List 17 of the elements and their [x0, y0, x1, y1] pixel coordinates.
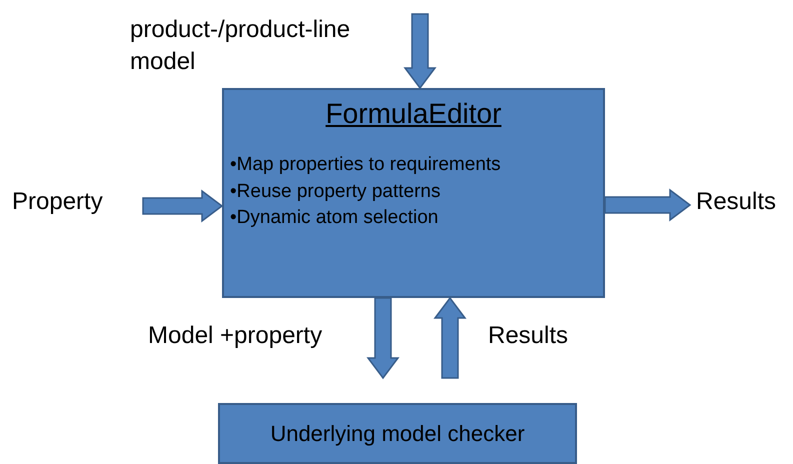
edge-label: Results	[488, 322, 568, 350]
node-label: Property	[12, 186, 137, 222]
block-arrow	[366, 297, 400, 380]
block-arrow	[404, 13, 436, 90]
block-arrow	[604, 188, 692, 222]
block-arrow	[434, 296, 466, 379]
process-box	[222, 88, 605, 298]
bullet-item: •Dynamic atom selection	[230, 206, 438, 230]
bullet-item: •Reuse property patterns	[230, 180, 440, 204]
process-box	[218, 403, 577, 464]
edge-label: Model +property	[148, 322, 322, 350]
node-label: product-/product-line model	[130, 14, 436, 84]
node-label: Results	[696, 186, 792, 222]
box-text: Underlying model checker	[270, 420, 525, 446]
block-arrow	[142, 190, 224, 222]
bullet-item: •Map properties to requirements	[230, 153, 501, 177]
box-title: FormulaEditor	[326, 98, 502, 130]
